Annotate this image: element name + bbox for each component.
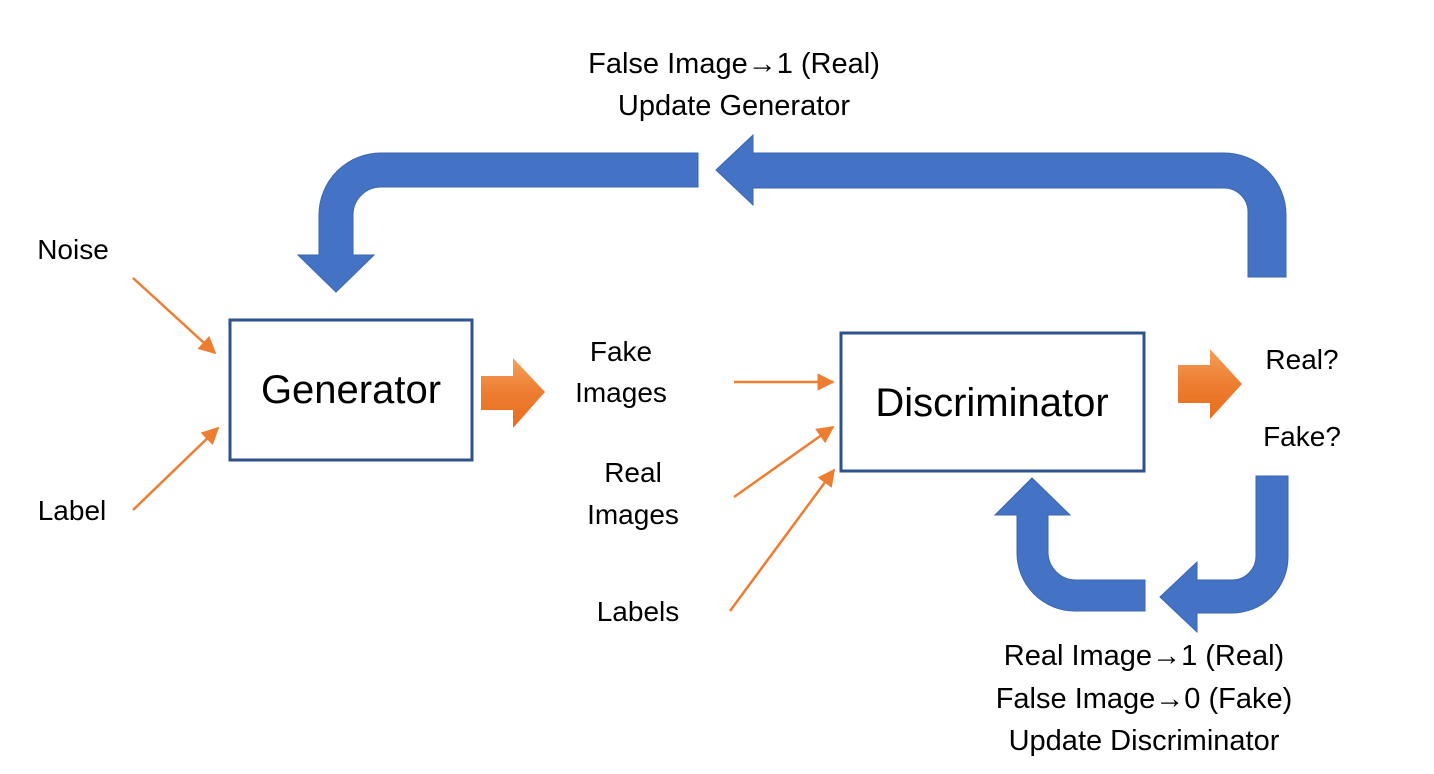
discriminator-update-line3: Update Discriminator <box>1009 725 1280 757</box>
generator-update-line1: False Image→1 (Real) <box>588 48 880 80</box>
generator-output-arrow <box>481 358 545 428</box>
labels-label: Labels <box>597 596 680 627</box>
generator-title: Generator <box>261 368 441 412</box>
fake-images-label-line1: Fake <box>590 336 652 367</box>
generator-update-arrow <box>296 133 1287 293</box>
real-images-label-line1: Real <box>604 457 662 488</box>
discriminator-update-line1: Real Image→1 (Real) <box>1004 640 1284 672</box>
generator-update-line2: Update Generator <box>618 90 850 122</box>
real-images-label-line2: Images <box>587 499 679 530</box>
real-images-arrow <box>733 425 835 499</box>
labels-arrow <box>728 468 836 612</box>
discriminator-title: Discriminator <box>875 381 1108 425</box>
fake-images-label-line2: Images <box>575 377 667 408</box>
noise-arrow <box>132 277 217 355</box>
label-label: Label <box>38 495 107 526</box>
discriminator-update-line2: False Image→0 (Fake) <box>996 683 1293 715</box>
fake-output-label: Fake? <box>1263 421 1341 452</box>
label-arrow <box>132 426 220 511</box>
discriminator-box <box>839 331 1146 473</box>
generator-box <box>228 318 474 462</box>
discriminator-update-arrow <box>993 475 1289 634</box>
noise-label: Noise <box>37 234 109 265</box>
discriminator-output-arrow <box>1178 349 1242 419</box>
real-output-label: Real? <box>1265 344 1338 375</box>
